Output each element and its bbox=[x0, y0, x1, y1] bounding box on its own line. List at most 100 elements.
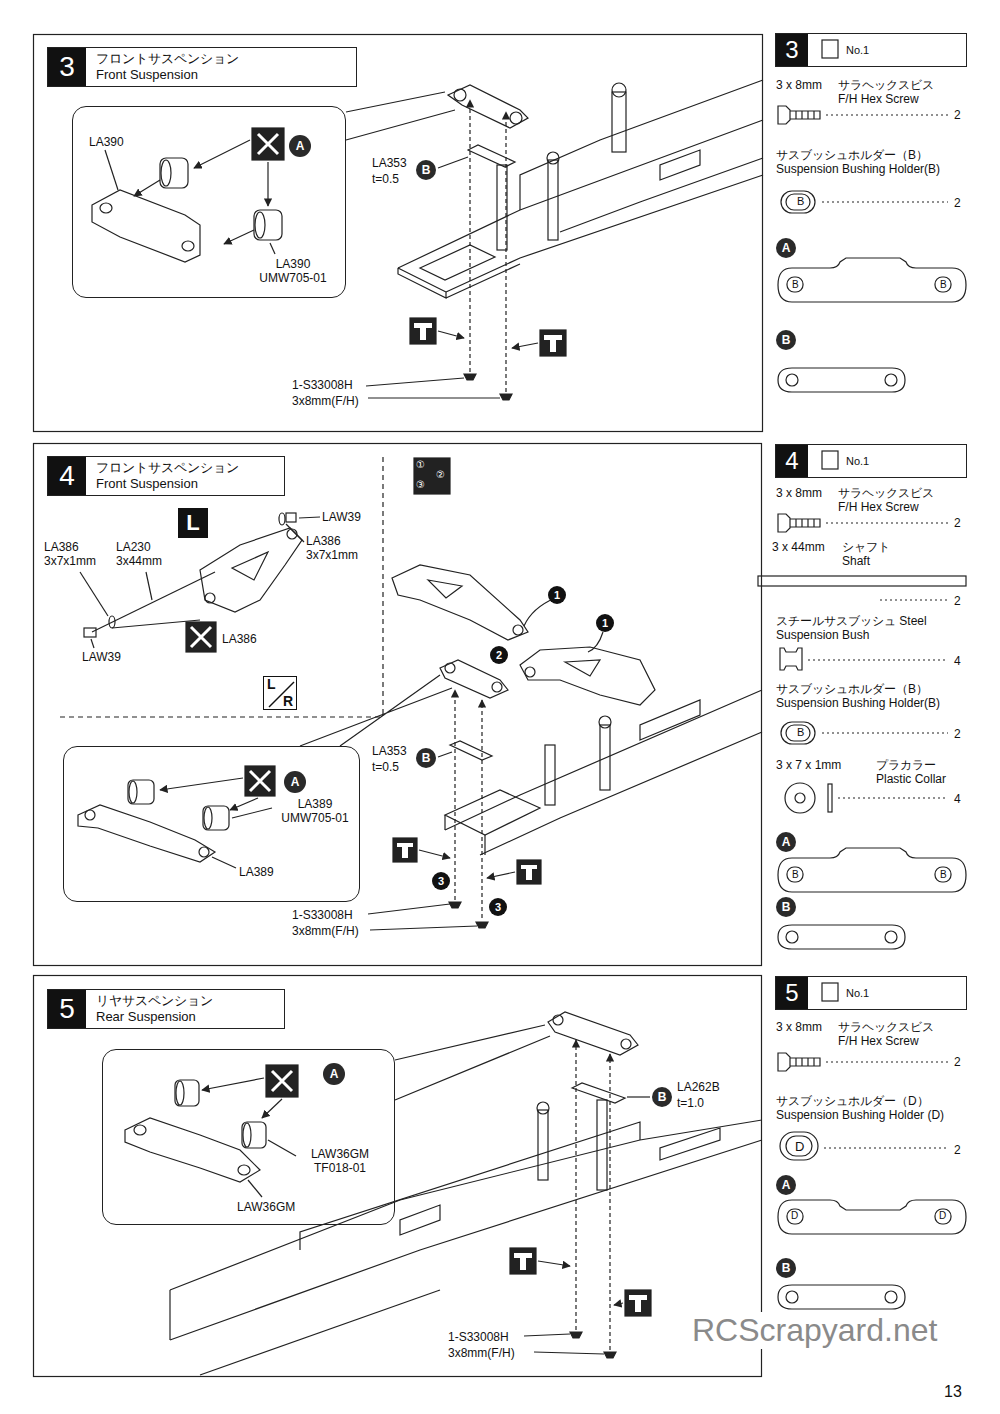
callout-number: 3 bbox=[432, 872, 450, 890]
step-number: 5 bbox=[48, 990, 86, 1028]
part-label: LA390 UMW705-01 bbox=[253, 257, 333, 285]
letter-badge: A bbox=[289, 135, 311, 157]
badge-letter: B bbox=[652, 1087, 672, 1107]
letter-badge: A bbox=[776, 238, 796, 258]
detail-inset: LA389 UMW705-01LA389 A bbox=[63, 746, 360, 902]
dimension: t=1.0 bbox=[677, 1096, 704, 1110]
callout-digit: 2 bbox=[490, 646, 508, 664]
icon-letter: D bbox=[939, 1210, 946, 1222]
letter-badge: A bbox=[776, 1175, 796, 1195]
part-name: スチールサスブッシュ Steel Suspension Bush bbox=[776, 614, 964, 643]
bag-number: No.1 bbox=[846, 454, 869, 468]
step-header: 3 フロントサスペンション Front Suspension bbox=[47, 47, 357, 87]
step-title: フロントサスペンション Front Suspension bbox=[96, 460, 256, 492]
dimension: 3x8mm(F/H) bbox=[292, 394, 359, 408]
callout-number: 2 bbox=[490, 646, 508, 664]
dimension: t=0.5 bbox=[372, 760, 399, 774]
badge-letter: B bbox=[416, 160, 436, 180]
badge-letter: A bbox=[289, 135, 311, 157]
part-label: LA353 bbox=[372, 156, 407, 170]
part-label: 1-S33008H bbox=[292, 908, 353, 922]
letter-badge: B bbox=[776, 1258, 796, 1278]
quantity: 2 bbox=[954, 1143, 961, 1157]
parts-header: 5 No.1 bbox=[775, 976, 967, 1010]
parts-header: 4 No.1 bbox=[775, 444, 967, 478]
step-title: フロントサスペンション Front Suspension bbox=[96, 51, 256, 83]
part-name: シャフト Shaft bbox=[842, 540, 900, 569]
letter-badge: B bbox=[416, 160, 436, 180]
quantity: 2 bbox=[954, 727, 961, 741]
sequence-number: ② bbox=[436, 469, 445, 481]
icon-letter: B bbox=[797, 726, 804, 739]
part-label: 1-S33008H bbox=[448, 1330, 509, 1344]
part-name: サスブッシュホルダー（B） Suspension Bushing Holder(… bbox=[776, 148, 964, 177]
dimension: 3 x 44mm bbox=[772, 540, 825, 554]
part-name: サスブッシュホルダー（D） Suspension Bushing Holder … bbox=[776, 1094, 964, 1123]
icon-letter: B bbox=[792, 279, 799, 291]
sequence-number: ① bbox=[416, 459, 425, 471]
part-label: LA353 bbox=[372, 744, 407, 758]
step-header: 5 リヤサスペンション Rear Suspension bbox=[47, 989, 285, 1029]
dimension: 3 x 8mm bbox=[776, 1020, 822, 1034]
part-label: LAW36GM TF018-01 bbox=[299, 1147, 381, 1175]
step-title: リヤサスペンション Rear Suspension bbox=[96, 993, 236, 1025]
watermark: RCScrapyard.net bbox=[688, 1312, 941, 1349]
part-name: サラヘックスビス F/H Hex Screw bbox=[838, 78, 950, 107]
quantity: 2 bbox=[954, 594, 961, 608]
side-badge: LR bbox=[263, 676, 297, 710]
dimension: 3 x 8mm bbox=[776, 78, 822, 92]
badge-letter: B bbox=[416, 748, 436, 768]
quantity: 2 bbox=[954, 516, 961, 530]
badge-letter: A bbox=[776, 1175, 796, 1195]
bag-number: No.1 bbox=[846, 986, 869, 1000]
step-number: 3 bbox=[48, 48, 86, 86]
badge-letter: B bbox=[776, 330, 796, 350]
page-number: 13 bbox=[944, 1382, 962, 1401]
letter-badge: B bbox=[416, 748, 436, 768]
quantity: 4 bbox=[954, 654, 961, 668]
step-number: 5 bbox=[776, 977, 808, 1009]
bag-number: No.1 bbox=[846, 43, 869, 57]
letter-badge: A bbox=[284, 771, 306, 793]
dimension: 3 x 8mm bbox=[776, 486, 822, 500]
letter-badge: B bbox=[776, 897, 796, 917]
sequence-number: ③ bbox=[416, 479, 425, 491]
callout-digit: 3 bbox=[432, 872, 450, 890]
part-label: LA386 3x7x1mm bbox=[44, 540, 110, 569]
badge-letter: A bbox=[284, 771, 306, 793]
part-label: LA386 3x7x1mm bbox=[306, 534, 376, 563]
part-name: サラヘックスビス F/H Hex Screw bbox=[838, 486, 950, 515]
callout-digit: 1 bbox=[596, 614, 614, 632]
part-name: サラヘックスビス F/H Hex Screw bbox=[838, 1020, 950, 1049]
side-letter: R bbox=[283, 694, 293, 709]
quantity: 2 bbox=[954, 108, 961, 122]
icon-letter: D bbox=[791, 1210, 798, 1222]
step-number: 4 bbox=[776, 445, 808, 477]
letter-badge: A bbox=[776, 832, 796, 852]
dimension: t=0.5 bbox=[372, 172, 399, 186]
letter-badge: A bbox=[323, 1063, 345, 1085]
part-label: LAW36GM bbox=[237, 1200, 295, 1214]
step-header: 4 フロントサスペンション Front Suspension bbox=[47, 456, 285, 496]
step-number: 4 bbox=[48, 457, 86, 495]
quantity: 2 bbox=[954, 196, 961, 210]
icon-letter: B bbox=[940, 869, 947, 881]
dimension: 3 x 7 x 1mm bbox=[776, 758, 841, 772]
icon-letter: B bbox=[792, 869, 799, 881]
side-letter: L bbox=[267, 677, 276, 692]
part-name: サスブッシュホルダー（B） Suspension Bushing Holder(… bbox=[776, 682, 964, 711]
part-label: LA230 3x44mm bbox=[116, 540, 178, 569]
part-label: LAW39 bbox=[82, 650, 121, 664]
parts-header: 3No.1 bbox=[775, 33, 967, 67]
badge-letter: A bbox=[323, 1063, 345, 1085]
icon-letter: D bbox=[795, 1139, 804, 1155]
badge-letter: B bbox=[776, 1258, 796, 1278]
callout-digit: 3 bbox=[489, 898, 507, 916]
part-label: LA389 UMW705-01 bbox=[275, 797, 355, 825]
part-label: LA389 bbox=[239, 865, 274, 879]
badge-letter: A bbox=[776, 832, 796, 852]
dimension: 3x8mm(F/H) bbox=[448, 1346, 515, 1360]
part-label: LA262B bbox=[677, 1080, 720, 1094]
dimension: 3x8mm(F/H) bbox=[292, 924, 359, 938]
